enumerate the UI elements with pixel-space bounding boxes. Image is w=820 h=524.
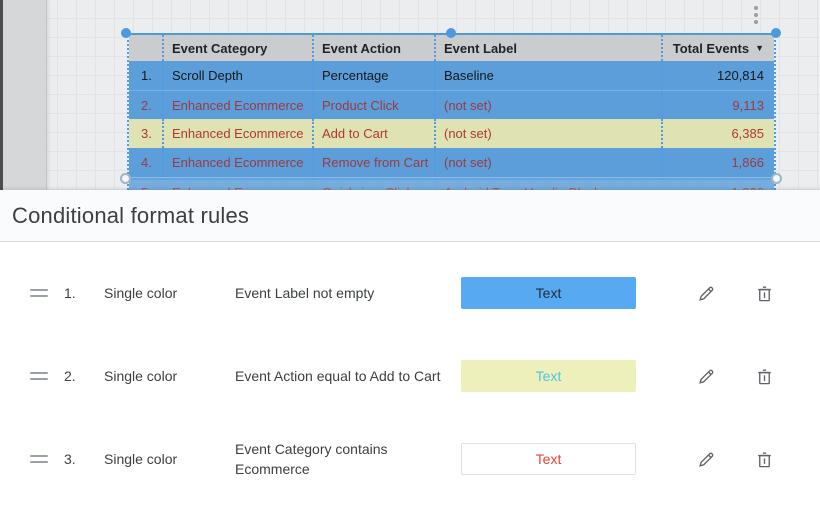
format-rule-row: 2. Single color Event Action equal to Ad…: [0, 344, 820, 408]
delete-rule-button[interactable]: [752, 281, 776, 305]
row-category: Enhanced Ecommerce: [162, 91, 312, 119]
resize-handle-bottom-right[interactable]: [771, 173, 782, 184]
rule-condition: Event Category contains Ecommerce: [235, 440, 388, 477]
row-total: 6,385: [661, 119, 774, 148]
table-header-total[interactable]: Total Events ▼: [661, 35, 774, 61]
drag-handle-icon[interactable]: [30, 368, 48, 384]
rule-index: 2.: [64, 368, 76, 384]
edit-rule-button[interactable]: [694, 447, 718, 471]
table-options-kebab-icon[interactable]: [752, 6, 760, 24]
row-index: 5.: [129, 178, 162, 191]
table-row: 4. Enhanced Ecommerce Remove from Cart (…: [129, 148, 774, 177]
table-row: 2. Enhanced Ecommerce Product Click (not…: [129, 90, 774, 119]
row-index: 2.: [141, 97, 152, 113]
row-label: Android Tone Hoodie Black: [434, 178, 661, 190]
delete-rule-button[interactable]: [752, 447, 776, 471]
table-header-total-label: Total Events: [672, 40, 750, 56]
rule-type: Single color: [104, 451, 178, 467]
row-label: (not set): [434, 119, 661, 148]
row-category: Enhanced Ecommerce: [162, 178, 312, 190]
drag-handle-icon[interactable]: [30, 451, 48, 467]
data-table-component[interactable]: Event Category Event Action Event Label …: [120, 28, 782, 190]
rule-type: Single color: [104, 285, 178, 301]
row-action: Quickview Click: [312, 178, 434, 190]
resize-handle-top-right[interactable]: [771, 28, 781, 38]
row-index: 1.: [141, 68, 152, 83]
row-category: Enhanced Ecommerce: [162, 148, 312, 177]
table-header-action[interactable]: Event Action: [312, 35, 434, 61]
resize-handle-bottom-left[interactable]: [120, 173, 131, 184]
row-total: 9,113: [661, 91, 774, 119]
panel-title: Conditional format rules: [12, 202, 250, 228]
row-label: Baseline: [434, 61, 661, 90]
panel-header: Conditional format rules: [0, 190, 820, 242]
table-row: 1. Scroll Depth Percentage Baseline 120,…: [129, 61, 774, 90]
edit-rule-button[interactable]: [694, 364, 718, 388]
row-total: 1,866: [661, 148, 774, 177]
canvas-left-margin: [0, 0, 47, 190]
row-label: (not set): [434, 91, 661, 119]
rule-color-swatch[interactable]: Text: [461, 360, 636, 392]
delete-rule-button[interactable]: [752, 364, 776, 388]
table-row: 3. Enhanced Ecommerce Add to Cart (not s…: [129, 119, 774, 148]
row-action: Product Click: [312, 91, 434, 119]
rule-color-swatch[interactable]: Text: [461, 443, 636, 475]
row-category: Scroll Depth: [162, 61, 312, 90]
resize-handle-top-center[interactable]: [446, 28, 456, 38]
row-action: Remove from Cart: [312, 148, 434, 177]
row-action: Percentage: [312, 61, 434, 90]
sort-desc-icon[interactable]: ▼: [755, 43, 764, 53]
row-total: 1,330: [661, 178, 774, 190]
rule-index: 3.: [64, 451, 76, 467]
rule-condition: Event Action equal to Add to Cart: [235, 367, 441, 384]
table-row: 5. Enhanced Ecommerce Quickview Click An…: [129, 177, 774, 190]
rule-color-swatch[interactable]: Text: [461, 277, 636, 309]
selection-bottom-border: [127, 178, 776, 180]
row-label: (not set): [434, 148, 661, 177]
row-index: 3.: [141, 126, 152, 141]
row-category: Enhanced Ecommerce: [162, 119, 312, 148]
table-header-label[interactable]: Event Label: [434, 35, 661, 61]
table-header-row: Event Category Event Action Event Label …: [129, 35, 774, 61]
rule-condition: Event Label not empty: [235, 284, 375, 301]
edit-rule-button[interactable]: [694, 281, 718, 305]
table-header-category[interactable]: Event Category: [162, 35, 312, 61]
conditional-format-panel: Conditional format rules 1. Single color…: [0, 190, 820, 524]
table-header-index: [129, 35, 162, 61]
format-rule-row: 3. Single color Event Category contains …: [0, 427, 820, 491]
row-action: Add to Cart: [312, 119, 434, 148]
drag-handle-icon[interactable]: [30, 285, 48, 301]
row-index: 4.: [141, 155, 152, 170]
report-canvas: Event Category Event Action Event Label …: [0, 0, 820, 190]
row-total: 120,814: [661, 61, 774, 90]
format-rule-row: 1. Single color Event Label not empty Te…: [0, 261, 820, 325]
rule-type: Single color: [104, 368, 178, 384]
resize-handle-top-left[interactable]: [121, 28, 131, 38]
rule-index: 1.: [64, 285, 76, 301]
